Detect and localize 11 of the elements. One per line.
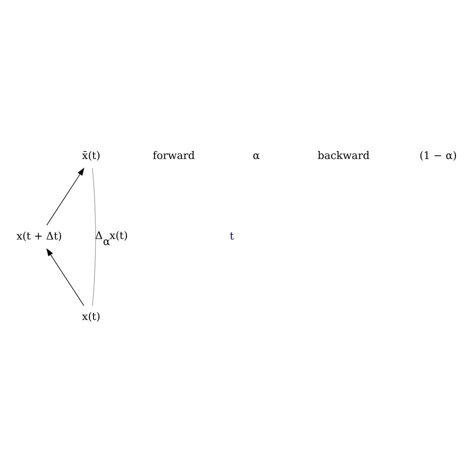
node-text: x̄(t) [82, 150, 100, 162]
label: forward [152, 150, 195, 162]
arrow [46, 248, 84, 306]
label: t [230, 230, 234, 242]
node-text: x(t) [82, 311, 100, 324]
label: α [252, 150, 260, 162]
connector [92, 168, 96, 306]
arrow [46, 168, 84, 226]
node-text: x(t + Δt) [16, 230, 62, 242]
label: backward [318, 150, 370, 162]
label: (1 − α) [419, 150, 457, 162]
